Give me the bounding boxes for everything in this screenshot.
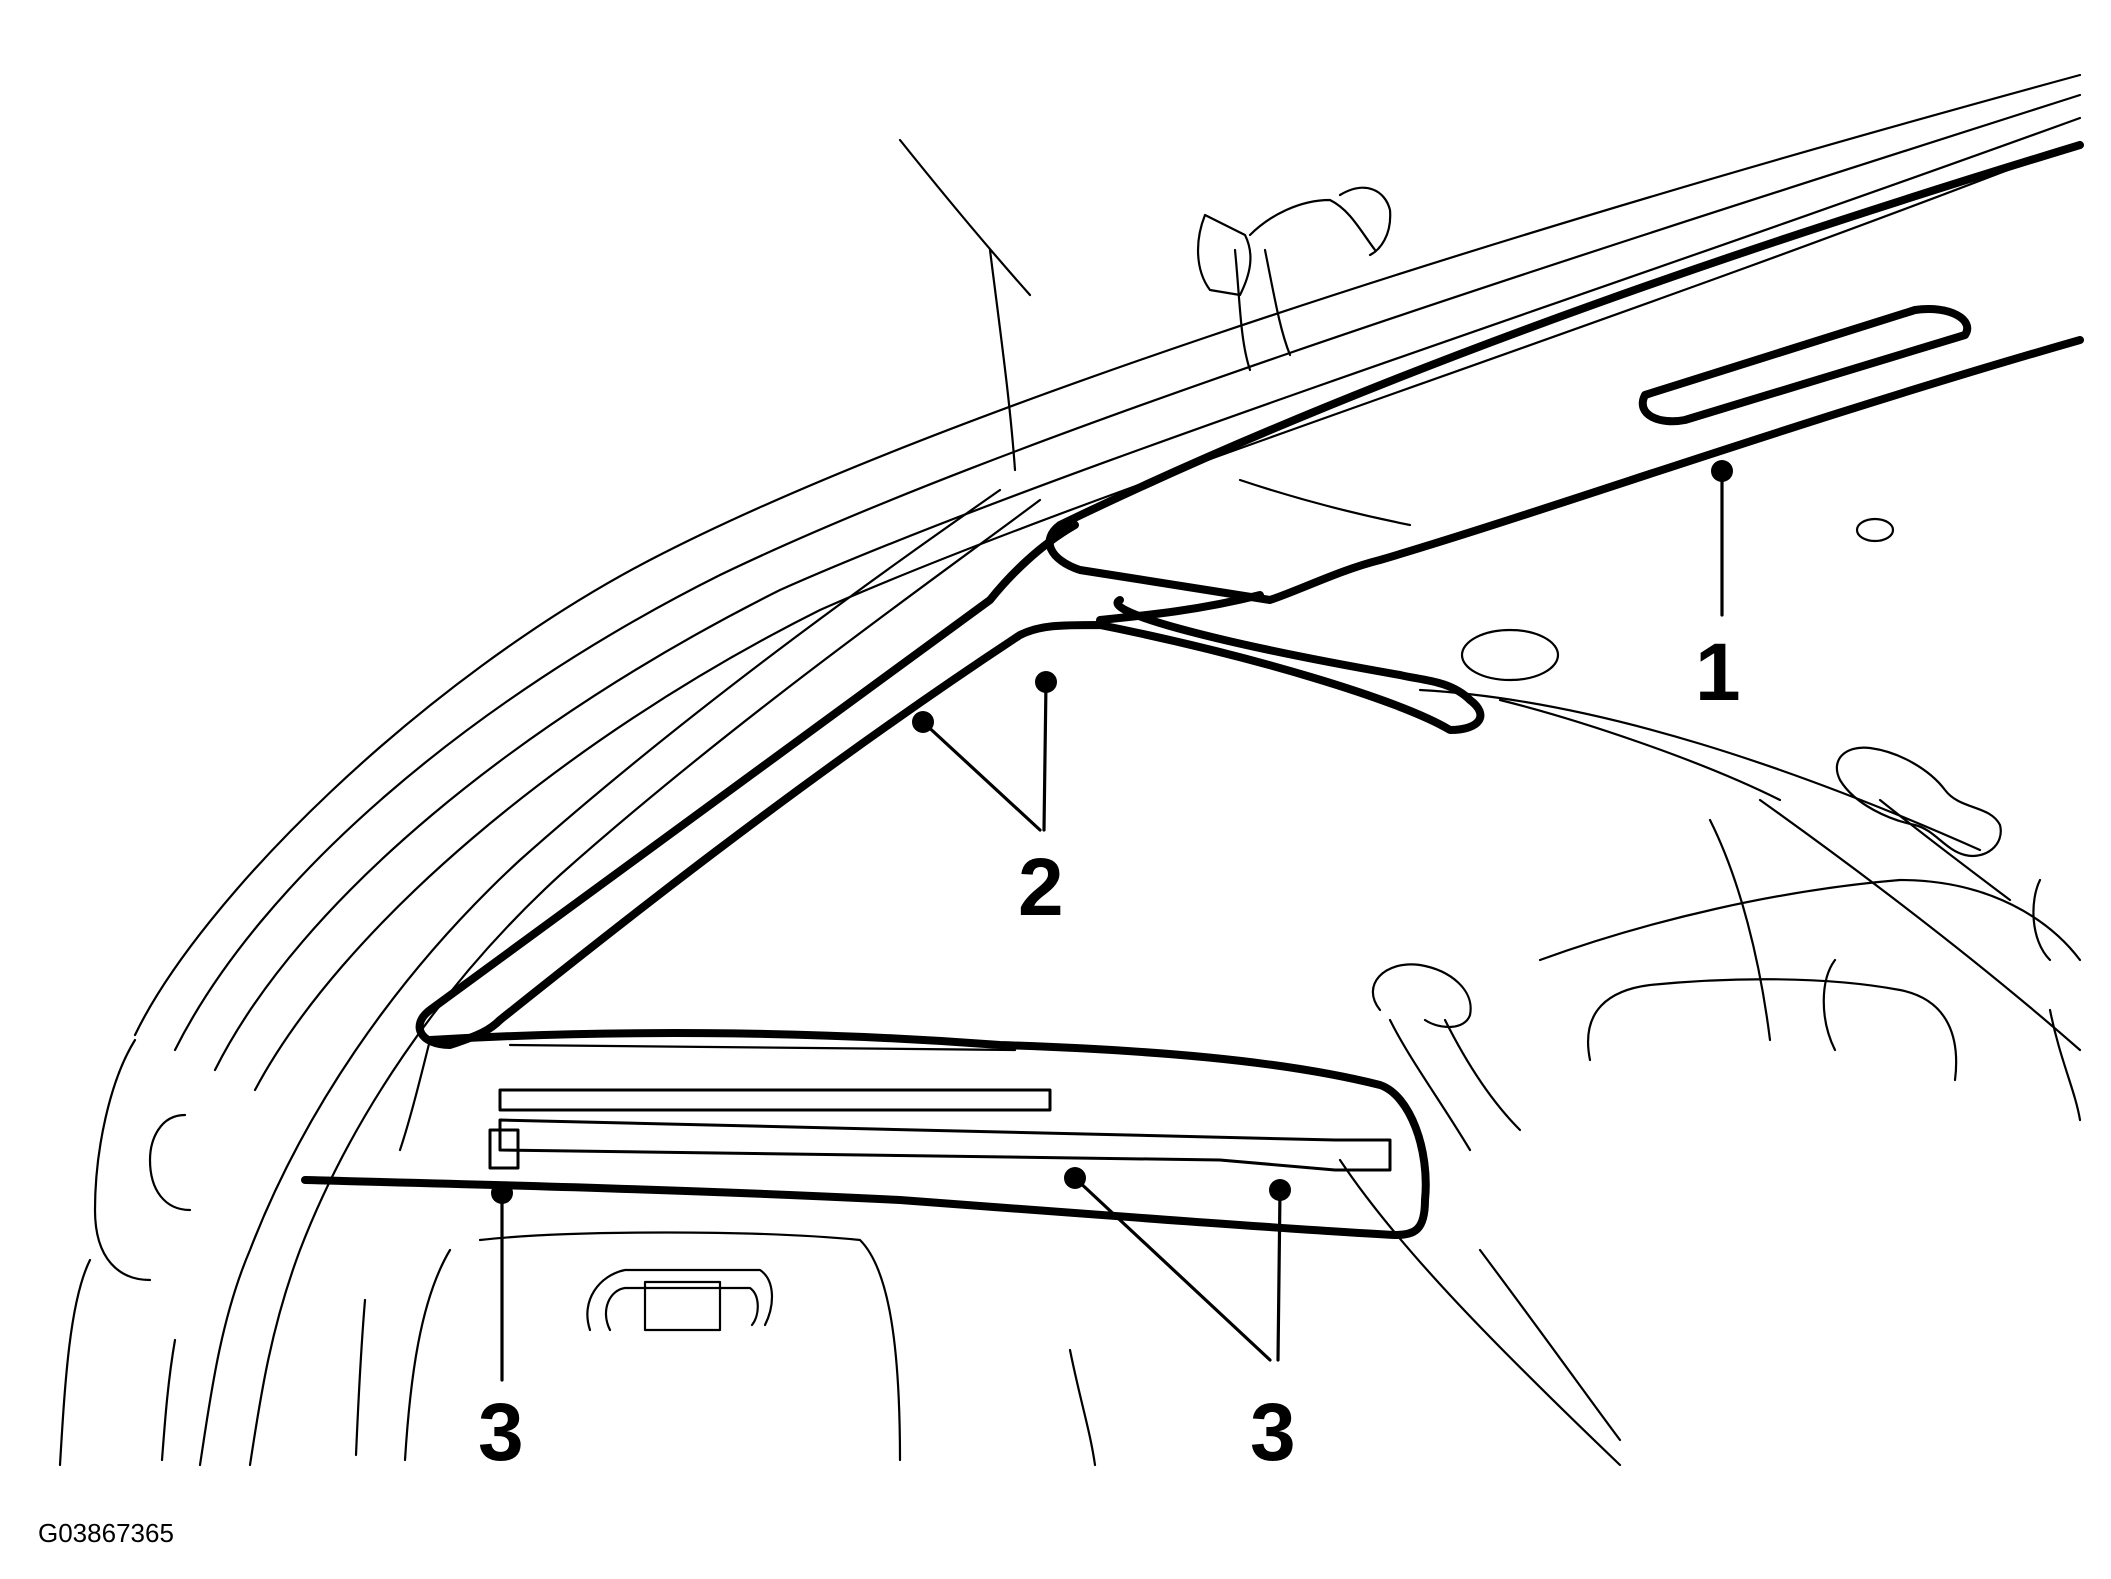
callout-1-label: 1	[1695, 627, 1741, 718]
part-2-outline	[415, 521, 1485, 1049]
callout-2-leader-b	[1042, 680, 1048, 832]
vehicle-line-art	[58, 73, 2082, 1467]
callout-3-left: 3	[478, 1182, 524, 1478]
callout-3-right: 3	[1064, 1167, 1296, 1478]
callout-2-leader-a	[921, 720, 1042, 832]
part-2-inner	[1096, 591, 1264, 624]
part-1-slot	[1638, 305, 1971, 426]
part-1-outline	[1045, 141, 2084, 604]
figure-id: G03867365	[38, 1518, 174, 1548]
callout-2: 2	[912, 671, 1064, 933]
callout-3-right-leader-b	[1276, 1188, 1282, 1362]
callout-3-right-label: 3	[1250, 1387, 1296, 1478]
callout-1: 1	[1695, 460, 1741, 718]
part-3-outline	[301, 1029, 1430, 1239]
callout-3-right-leader-a	[1073, 1176, 1272, 1362]
highlighted-trim-parts	[301, 141, 2084, 1239]
callout-3-left-label: 3	[478, 1387, 524, 1478]
callout-2-label: 2	[1018, 842, 1064, 933]
